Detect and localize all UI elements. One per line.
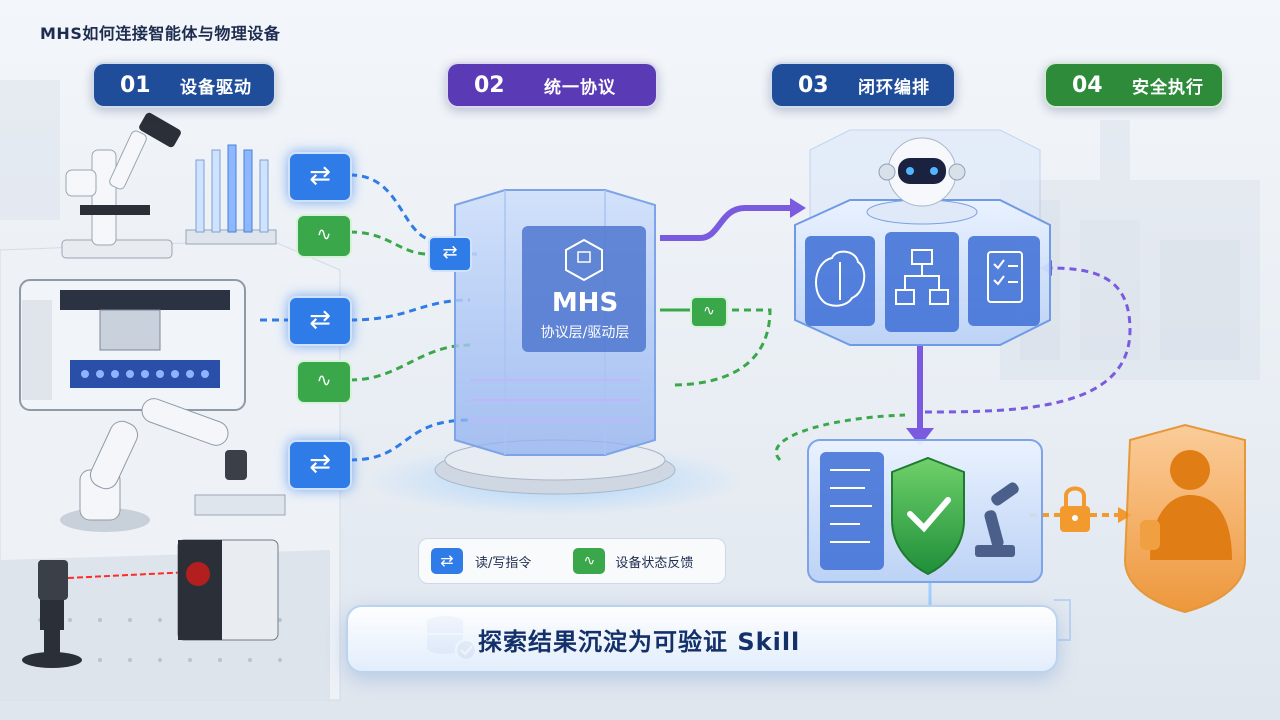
legend: ⇄ 读/写指令 ∿ 设备状态反馈	[418, 538, 726, 584]
feedback-legend-label: 设备状态反馈	[615, 555, 694, 571]
mhs-hub	[365, 189, 745, 516]
feedback-badge-1: ∿	[296, 214, 352, 258]
test-tubes-icon	[185, 144, 277, 245]
step-03-header: 03 闭环编排	[770, 62, 956, 108]
step-label: 统一协议	[544, 77, 616, 98]
execution-panel	[807, 439, 1043, 583]
read-write-badge-3: ⇄	[288, 440, 352, 490]
step-number: 02	[474, 72, 505, 98]
read-write-legend-label: 读/写指令	[475, 555, 532, 571]
step-02-header: 02 统一协议	[446, 62, 658, 108]
laser-device-icon	[22, 539, 279, 668]
background-lab-scenery	[0, 80, 1260, 380]
feedback-badge-hub: ∿	[690, 296, 728, 328]
step-label: 安全执行	[1132, 77, 1204, 98]
hub-title: MHS	[551, 288, 619, 318]
hub-to-orchestrator	[660, 198, 806, 387]
checklist-icon	[987, 251, 1023, 303]
shield-check-icon	[891, 456, 965, 576]
page-title: MHS如何连接智能体与物理设备	[40, 24, 281, 43]
lock-icon	[1060, 486, 1090, 532]
hub-subtitle: 协议层/驱动层	[540, 325, 630, 341]
step-label: 闭环编排	[858, 77, 930, 98]
step-number: 04	[1072, 72, 1103, 98]
flowchart-icon	[895, 249, 949, 305]
step-number: 01	[120, 72, 151, 98]
liquid-handler-icon	[19, 279, 246, 411]
read-write-legend-icon: ⇄	[431, 548, 463, 574]
skill-banner-text: 探索结果沉淀为可验证 Skill	[478, 627, 801, 656]
orchestrator-module	[794, 129, 1051, 346]
step-label: 设备驱动	[180, 77, 252, 98]
read-write-badge-hub: ⇄	[428, 236, 472, 272]
microscope-icon	[61, 112, 181, 259]
read-write-badge-2: ⇄	[288, 296, 352, 346]
code-list-icon	[820, 452, 884, 570]
step-number: 03	[798, 72, 829, 98]
feedback-badge-2: ∿	[296, 360, 352, 404]
step-01-header: 01 设备驱动	[92, 62, 276, 108]
robot-agent-icon	[878, 137, 966, 207]
feedback-legend-icon: ∿	[573, 548, 606, 574]
brain-icon	[815, 250, 866, 307]
step-04-header: 04 安全执行	[1044, 62, 1224, 108]
read-write-badge-1: ⇄	[288, 152, 352, 202]
skill-banner: 探索结果沉淀为可验证 Skill	[346, 605, 1058, 673]
robot-arm-small-icon	[975, 482, 1019, 557]
robot-arm-icon	[60, 398, 286, 532]
human-thumbs-up-icon	[1123, 423, 1246, 614]
